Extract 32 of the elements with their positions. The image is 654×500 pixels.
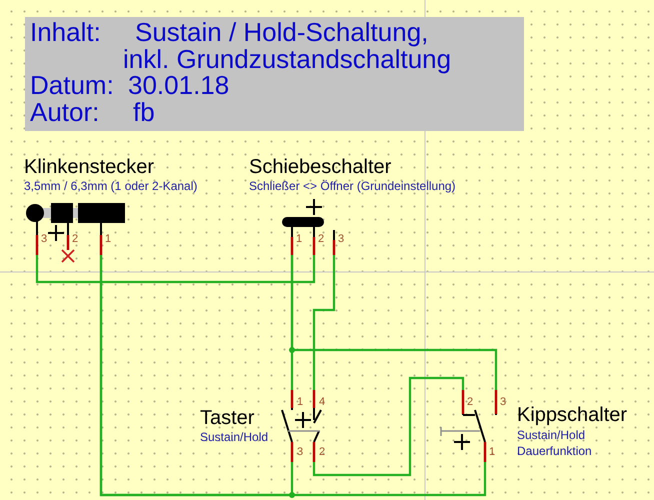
- wire: [36, 255, 316, 284]
- wire: [100, 255, 486, 496]
- pin-number: 1: [297, 397, 304, 409]
- pin-number: 2: [318, 234, 324, 246]
- pin-number: 2: [72, 234, 78, 246]
- component-name: Klinkenstecker: [24, 157, 154, 178]
- component-description: Schließer <> Öffner (Grundeinstellung): [249, 179, 456, 195]
- field-value: 30.01.18: [128, 72, 230, 99]
- pin-number: 3: [41, 234, 48, 246]
- pin-number: 3: [500, 397, 506, 409]
- field-value: fb: [133, 99, 155, 126]
- pin-number: 2: [467, 397, 474, 409]
- wire: [290, 255, 498, 390]
- pin-number: 3: [338, 234, 344, 246]
- pin-number: 4: [319, 397, 326, 409]
- component-name: Taster: [200, 408, 254, 429]
- field-value: Sustain / Hold-Schaltung, inkl. Grundzustandschaltung: [123, 19, 452, 73]
- component-description: Sustain/Hold: [200, 430, 268, 446]
- pin-number: 3: [297, 447, 304, 459]
- component-description: 3,5mm / 6,3mm (1 oder 2-Kanal): [24, 179, 198, 195]
- component-name: Kippschalter: [517, 405, 628, 426]
- field-label: Autor:: [30, 99, 100, 126]
- wire: [312, 376, 464, 476]
- field-label: Inhalt:: [30, 19, 101, 46]
- wire: [312, 255, 336, 390]
- pin-number: 1: [489, 447, 496, 459]
- component-name: Schiebeschalter: [249, 157, 392, 178]
- component-description: Sustain/Hold Dauerfunktion: [517, 428, 593, 460]
- pin-number: 1: [105, 234, 112, 246]
- pin-number: 1: [296, 234, 302, 246]
- pin-number: 2: [319, 447, 326, 459]
- field-label: Datum:: [30, 72, 114, 99]
